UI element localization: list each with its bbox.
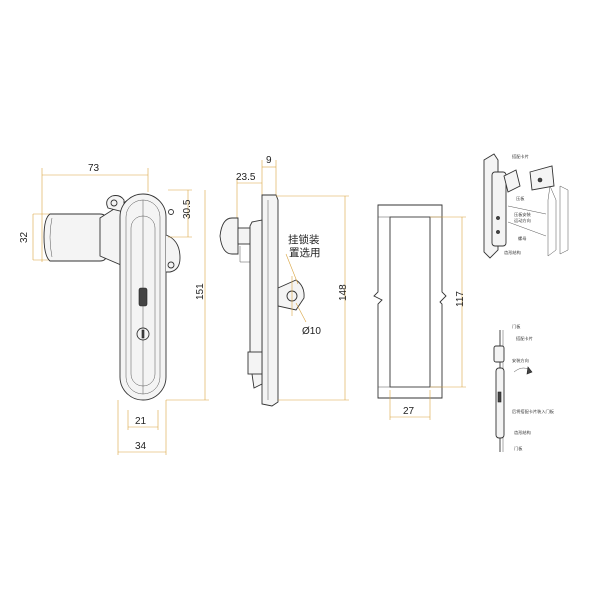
side-knob bbox=[219, 217, 239, 255]
install-diagram-bottom: 门板 搭配卡片 安装方向 后将搭配卡片装入门板 齿形结构 门板 bbox=[493, 323, 555, 452]
install-diagram-top: 搭配卡片 压板 压板安装 运动方向 螺母 齿形结构 bbox=[483, 153, 569, 259]
padlock-note-line1: 挂锁装 bbox=[288, 233, 320, 246]
dim-23-5: 23.5 bbox=[236, 172, 256, 183]
install-top-label-3: 压板安装 bbox=[514, 211, 532, 218]
cutout-view: 117 27 bbox=[373, 204, 466, 420]
dim-117: 117 bbox=[455, 291, 466, 307]
install-top-label-2: 压板 bbox=[516, 195, 525, 202]
panel-outline bbox=[373, 204, 447, 399]
front-slot bbox=[138, 287, 148, 307]
install-top-label-1: 搭配卡片 bbox=[512, 153, 529, 160]
padlock-note-line2: 置选用 bbox=[289, 246, 321, 259]
install-top-bracket bbox=[529, 165, 555, 191]
dim-73: 73 bbox=[88, 163, 100, 174]
handle-knob bbox=[43, 213, 107, 262]
padlock-lug bbox=[277, 279, 305, 311]
dim-151: 151 bbox=[195, 283, 206, 300]
install-bottom-label-5: 齿形结构 bbox=[514, 429, 531, 436]
top-lug bbox=[106, 195, 125, 213]
install-bottom-label-1: 门板 bbox=[512, 323, 521, 330]
dim-30-5: 30.5 bbox=[182, 199, 193, 219]
side-view: 9 23.5 挂锁装 置选用 Ø10 148 bbox=[219, 155, 349, 407]
rear-cam bbox=[247, 351, 263, 375]
side-plate bbox=[261, 194, 279, 407]
install-bottom-label-6: 门板 bbox=[514, 445, 523, 452]
install-bottom-label-2: 搭配卡片 bbox=[516, 335, 533, 342]
dim-34: 34 bbox=[135, 441, 147, 452]
install-top-label-6: 齿形结构 bbox=[504, 249, 521, 256]
dim-hole-d10: Ø10 bbox=[302, 326, 321, 337]
dim-27: 27 bbox=[403, 406, 415, 417]
install-top-label-4: 运动方向 bbox=[514, 217, 531, 224]
install-bottom-label-4: 后将搭配卡片装入门板 bbox=[512, 408, 555, 415]
install-bottom-lock bbox=[495, 367, 505, 439]
cutout-rect bbox=[389, 216, 431, 388]
install-bottom-label-3: 安装方向 bbox=[512, 357, 529, 364]
dim-9: 9 bbox=[266, 155, 272, 166]
dim-32: 32 bbox=[19, 231, 30, 243]
install-top-label-5: 螺母 bbox=[518, 235, 526, 242]
rear-body bbox=[249, 219, 263, 389]
dim-148: 148 bbox=[338, 284, 349, 301]
front-view: 73 32 30.5 151 bbox=[19, 163, 209, 455]
dim-21: 21 bbox=[135, 416, 147, 427]
